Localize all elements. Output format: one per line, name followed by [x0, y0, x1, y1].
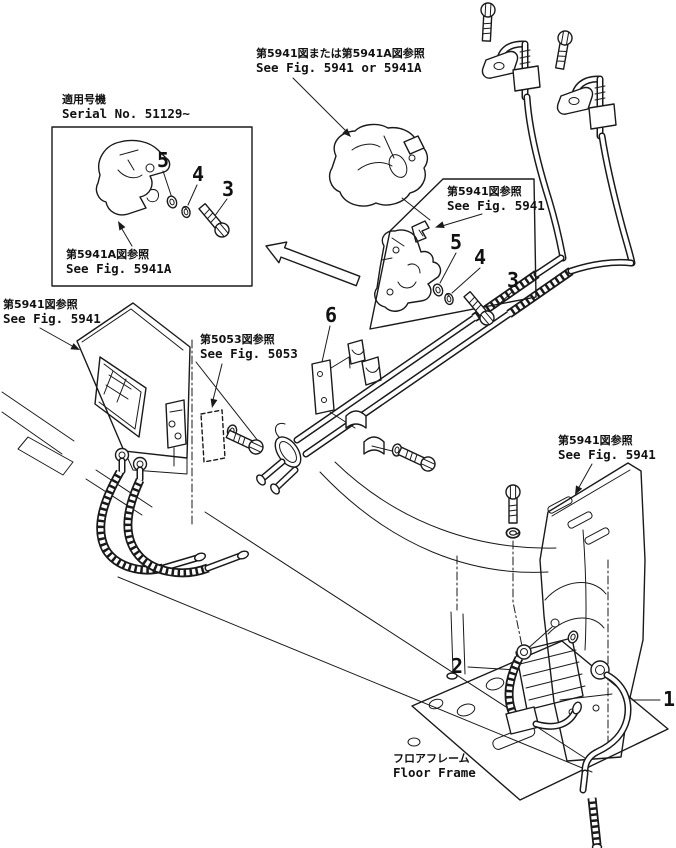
bolt-bracket — [505, 484, 521, 524]
serial-label-en: Serial No. 51129~ — [62, 106, 190, 121]
top-reference-label: 第5941図または第5941A図参照 See Fig. 5941 or 5941… — [256, 46, 425, 137]
valve-and-5053: 第5053図参照 See Fig. 5053 — [165, 332, 298, 526]
callout-4: 4 — [192, 162, 204, 186]
left-panel: 第5941図参照 See Fig. 5941 — [1, 297, 191, 516]
fig-5053-jp: 第5053図参照 — [200, 332, 275, 346]
bolt-part-3 — [196, 201, 233, 241]
detail-box-serial: 適用号機 Serial No. 51129~ 5 4 3 第5941A図参照 S… — [51, 92, 253, 287]
fig-5941-right-jp: 第5941図参照 — [558, 433, 633, 447]
bolt-clamp — [396, 443, 439, 475]
fig-5941a-label-jp: 第5941A図参照 — [66, 247, 149, 261]
fig-5941-left-jp: 第5941図参照 — [3, 297, 78, 311]
serial-label-jp: 適用号機 — [62, 92, 106, 106]
lower-left-hoses — [96, 447, 250, 578]
floor-frame-jp: フロアフレーム — [393, 752, 470, 765]
bolt-5053 — [224, 426, 267, 458]
callout-2: 2 — [451, 654, 463, 678]
callout-3: 3 — [222, 177, 234, 201]
callout-6: 6 — [325, 303, 337, 327]
motor-component — [328, 123, 431, 221]
bracket-part-5941a — [95, 139, 171, 216]
floor-frame: フロアフレーム Floor Frame — [393, 640, 669, 801]
bolt-fitting-b — [552, 29, 574, 71]
hose-part-2: 2 — [451, 644, 582, 735]
floor-frame-en: Floor Frame — [393, 765, 476, 780]
bottom-right-bracket: 第5941図参照 See Fig. 5941 — [505, 433, 656, 762]
callout-5: 5 — [157, 148, 169, 172]
bracket-part-5941 — [374, 229, 442, 312]
callout-4-mid: 4 — [474, 245, 486, 269]
top-ref-en: See Fig. 5941 or 5941A — [256, 60, 422, 75]
hose-part-1: 1 — [566, 629, 675, 848]
callout-3-mid: 3 — [507, 268, 519, 292]
clamp-plate-assembly: 6 — [311, 303, 439, 475]
fig-5941-mid-en: See Fig. 5941 — [447, 198, 545, 213]
fig-5941-right-en: See Fig. 5941 — [558, 447, 656, 462]
callout-1: 1 — [663, 687, 675, 711]
fig-5941-left-en: See Fig. 5941 — [3, 311, 101, 326]
callout-5-mid: 5 — [450, 230, 462, 254]
detail-box-mid: 第5941図参照 See Fig. 5941 5 4 3 — [369, 178, 545, 330]
upper-hose-fittings — [478, 1, 636, 267]
feed-lines — [446, 555, 466, 680]
fig-5941-mid-jp: 第5941図参照 — [447, 184, 522, 198]
fig-5053-en: See Fig. 5053 — [200, 346, 298, 361]
detail-arrow — [265, 241, 361, 287]
top-ref-jp: 第5941図または第5941A図参照 — [256, 46, 425, 60]
fig-5941a-label-en: See Fig. 5941A — [66, 261, 172, 276]
bolt-fitting-a — [478, 1, 497, 43]
